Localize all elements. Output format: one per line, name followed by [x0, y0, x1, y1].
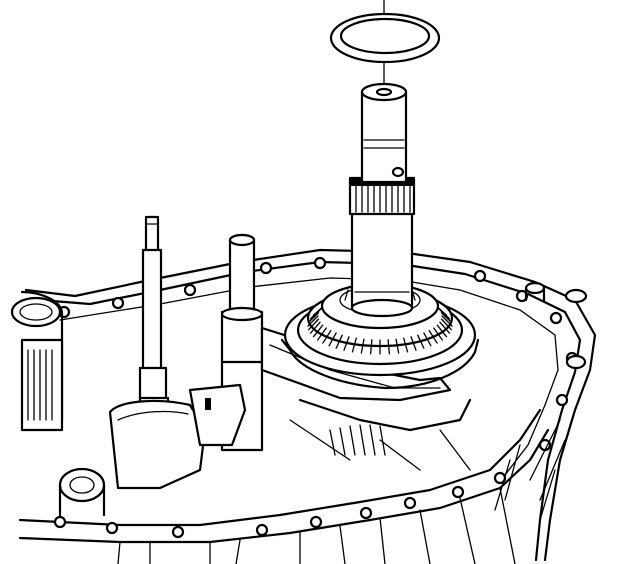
gear-tooth [410, 336, 417, 351]
gear-tooth [436, 324, 448, 338]
gear-tooth [395, 338, 400, 354]
gear-tooth [369, 339, 373, 355]
gear-tooth [441, 315, 453, 327]
gear-tooth [417, 334, 425, 349]
left-bearing-housing [10, 290, 106, 517]
gear-tooth [307, 315, 319, 327]
gear-tooth [440, 318, 453, 331]
gear-tooth [307, 312, 320, 323]
shift-rail-right [220, 233, 264, 452]
gear-tooth [335, 334, 343, 349]
gear-tooth [351, 337, 357, 353]
gear-tooth [322, 329, 332, 344]
gear-tooth [439, 309, 451, 320]
gear-tooth [433, 327, 444, 341]
gear-tooth [312, 324, 324, 338]
gear-tooth [403, 337, 409, 353]
gear-tooth [360, 338, 365, 354]
transmission-case [18, 248, 597, 564]
dowel-pin [524, 281, 588, 370]
gear-tooth [428, 329, 438, 344]
gear-tooth [423, 332, 432, 347]
thrust-washer [329, 0, 441, 85]
gear-tooth [439, 321, 451, 334]
gear-tooth [328, 332, 337, 347]
shift-rail-left [138, 215, 170, 452]
gear-tooth [316, 327, 327, 341]
input-shaft [348, 82, 416, 318]
gear-tooth [387, 339, 391, 355]
gear-tooth [307, 318, 320, 331]
gear-tooth [343, 336, 350, 351]
synchronizer-gear [280, 282, 480, 390]
gear-tooth [309, 321, 321, 334]
gear-tooth [440, 312, 453, 323]
